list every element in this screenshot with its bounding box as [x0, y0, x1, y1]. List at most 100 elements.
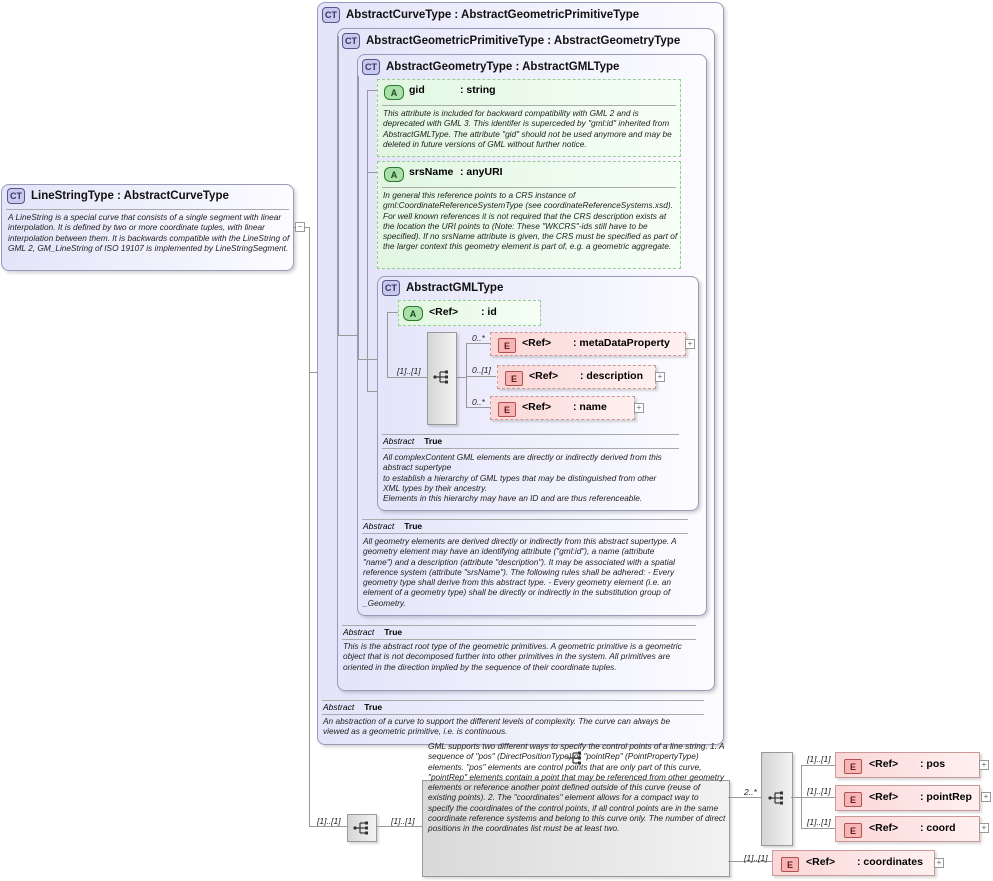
connector	[358, 359, 378, 360]
element-icon: E	[844, 823, 862, 838]
connector	[801, 765, 835, 766]
attribute-icon: A	[384, 85, 404, 100]
element-multiplicity: [1]..[1]	[744, 853, 768, 863]
element-icon: E	[498, 402, 516, 417]
connector	[367, 90, 368, 392]
gid-attribute[interactable]: A gid : string This attribute is include…	[377, 79, 681, 157]
connector	[801, 797, 835, 798]
coord-element[interactable]: E <Ref> : coord	[835, 816, 980, 842]
expand-toggle[interactable]: +	[979, 823, 989, 833]
element-ref: <Ref>	[869, 758, 899, 770]
sequence-multiplicity: [1]..[1]	[397, 366, 421, 376]
expand-toggle[interactable]: +	[634, 403, 644, 413]
description-element[interactable]: E <Ref> : description	[497, 365, 656, 389]
sequence-compositor[interactable]	[427, 332, 457, 425]
attribute-ref: <Ref>	[429, 306, 459, 318]
element-name: : pointRep	[920, 791, 972, 803]
attribute-documentation: In general this reference points to a CR…	[383, 190, 678, 252]
element-name: : description	[580, 370, 644, 382]
connector	[376, 826, 422, 827]
type-documentation: This is the abstract root type of the ge…	[343, 641, 682, 672]
expand-toggle[interactable]: +	[655, 372, 665, 382]
coordinates-element[interactable]: E <Ref> : coordinates	[772, 850, 935, 876]
expand-toggle[interactable]: +	[934, 858, 944, 868]
complex-type-icon: CT	[322, 7, 340, 23]
connector	[801, 765, 802, 828]
linestring-type-box[interactable]: CT LineStringType : AbstractCurveType A …	[1, 184, 305, 271]
pointrep-element[interactable]: E <Ref> : pointRep	[835, 785, 980, 811]
connector	[367, 90, 379, 91]
type-title: AbstractGeometryType : AbstractGMLType	[386, 61, 620, 73]
choice-multiplicity: [1]..[1]	[391, 816, 415, 826]
connector	[466, 343, 467, 408]
metadataproperty-element[interactable]: E <Ref> : metaDataProperty	[490, 332, 686, 356]
choice-compositor[interactable]	[422, 780, 730, 877]
choice-icon	[567, 751, 581, 765]
element-multiplicity: [1]..[1]	[807, 754, 831, 764]
expand-toggle[interactable]: +	[685, 339, 695, 349]
attribute-icon: A	[384, 167, 404, 182]
element-name: : metaDataProperty	[573, 337, 670, 349]
element-ref: <Ref>	[869, 822, 899, 834]
type-documentation: All complexContent GML elements are dire…	[383, 452, 662, 504]
type-title: LineStringType : AbstractCurveType	[31, 190, 229, 202]
element-icon: E	[505, 371, 523, 386]
connector	[309, 372, 319, 373]
connector	[367, 172, 379, 173]
sequence-compositor[interactable]	[347, 814, 377, 842]
pos-element[interactable]: E <Ref> : pos	[835, 752, 980, 778]
element-ref: <Ref>	[522, 401, 552, 413]
connector	[387, 312, 399, 313]
element-multiplicity: [1]..[1]	[807, 786, 831, 796]
connector	[466, 343, 490, 344]
connector	[791, 797, 801, 798]
complex-type-icon: CT	[342, 33, 360, 49]
sequence-multiplicity: 2..*	[744, 787, 757, 797]
attribute-name: gid	[409, 84, 425, 96]
id-attribute[interactable]: A <Ref> : id	[398, 300, 541, 326]
attribute-name: : id	[481, 306, 497, 318]
connector	[309, 227, 310, 827]
element-ref: <Ref>	[529, 370, 559, 382]
type-documentation: A LineString is a special curve that con…	[8, 212, 290, 253]
sequence-compositor[interactable]	[761, 752, 793, 846]
sequence-multiplicity: [1]..[1]	[317, 816, 341, 826]
element-name: : pos	[920, 758, 946, 770]
element-ref: <Ref>	[806, 856, 836, 868]
complex-type-icon: CT	[382, 280, 400, 296]
connector	[358, 76, 359, 360]
element-name: : coord	[920, 822, 956, 834]
srsname-attribute[interactable]: A srsName : anyURI In general this refer…	[377, 161, 681, 269]
connector	[456, 377, 466, 378]
attribute-name: srsName	[409, 166, 454, 178]
element-icon: E	[498, 338, 516, 353]
element-icon: E	[844, 792, 862, 807]
type-title: AbstractGeometricPrimitiveType : Abstrac…	[366, 35, 681, 47]
element-multiplicity: [1]..[1]	[807, 817, 831, 827]
element-multiplicity: 0..*	[472, 333, 485, 343]
attribute-type: : string	[460, 84, 496, 96]
element-icon: E	[844, 759, 862, 774]
connector	[728, 797, 761, 798]
type-documentation: All geometry elements are derived direct…	[363, 536, 677, 608]
element-ref: <Ref>	[522, 337, 552, 349]
connector	[728, 861, 772, 862]
expand-toggle[interactable]: +	[979, 760, 989, 770]
connector	[338, 36, 339, 336]
type-title: AbstractGMLType	[406, 282, 504, 294]
sequence-icon	[433, 370, 448, 384]
expand-toggle[interactable]: +	[981, 792, 991, 802]
connector	[338, 335, 358, 336]
choice-documentation: GML supports two different ways to speci…	[428, 741, 726, 834]
name-element[interactable]: E <Ref> : name	[490, 396, 635, 420]
element-ref: <Ref>	[869, 791, 899, 803]
type-documentation: An abstraction of a curve to support the…	[323, 716, 671, 737]
collapse-toggle[interactable]: −	[295, 222, 305, 232]
connector	[466, 376, 496, 377]
connector	[309, 826, 347, 827]
element-name: : name	[573, 401, 607, 413]
connector	[801, 828, 835, 829]
